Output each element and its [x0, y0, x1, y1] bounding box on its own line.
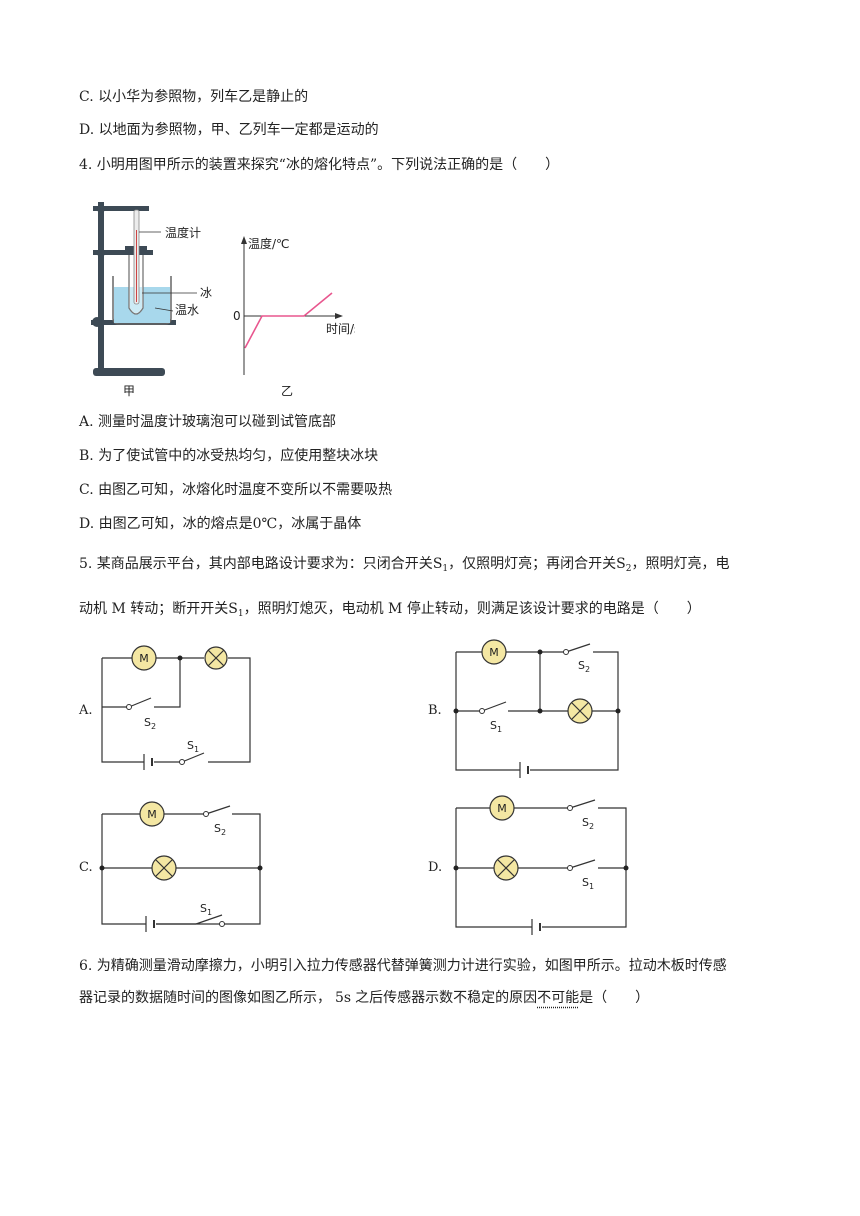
q6-stem-line1: 6. 为精确测量滑动摩擦力，小明引入拉力传感器代替弹簧测力计进行实验，如图甲所示… — [79, 958, 727, 974]
circuit-b-label: B. — [428, 703, 442, 718]
thermometer-label: 温度计 — [165, 225, 201, 240]
temperature-curve — [244, 292, 333, 349]
beaker — [112, 276, 172, 325]
stand-pole — [98, 202, 104, 370]
svg-text:M: M — [147, 808, 157, 821]
lamp-symbol — [567, 698, 593, 724]
motor-symbol: M — [481, 639, 507, 665]
switch-s1-label: S1 — [187, 739, 199, 754]
motor-symbol: M — [131, 645, 157, 671]
caption-yi: 乙 — [281, 384, 293, 398]
water-label: 温水 — [175, 303, 199, 317]
circuit-a: M S2 S1 — [101, 645, 251, 770]
switch-s1-label: S1 — [582, 876, 594, 891]
motor-symbol: M — [489, 795, 515, 821]
lamp-symbol — [493, 855, 519, 881]
x-axis-label: 时间/s — [326, 322, 355, 336]
circuit-d: M S2 S1 — [453, 795, 629, 935]
switch-s2-label: S2 — [144, 716, 156, 731]
motor-symbol: M — [139, 801, 165, 827]
ice-label: 冰 — [200, 286, 212, 300]
q5-stem-line2: 动机 M 转动；断开开关S1，照明灯熄灭，电动机 M 停止转动，则满足该设计要求… — [79, 601, 701, 619]
q4-option-a: A. 测量时温度计玻璃泡可以碰到试管底部 — [79, 414, 337, 430]
circuit-a-label: A. — [79, 703, 93, 718]
zero-label: 0 — [233, 309, 241, 323]
q3-option-d: D. 以地面为参照物，甲、乙列车一定都是运动的 — [79, 122, 379, 138]
switch-s1-label: S1 — [490, 719, 502, 734]
lamp-symbol — [204, 646, 228, 670]
circuit-d-label: D. — [428, 860, 443, 875]
switch-s2-label: S2 — [578, 659, 590, 674]
svg-text:M: M — [497, 802, 507, 815]
q4-option-c: C. 由图乙可知，冰熔化时温度不变所以不需要吸热 — [79, 482, 393, 498]
q4-figure: 温度计 冰 温水 甲 温度/℃ 时间/s 0 乙 — [91, 202, 355, 398]
q5-stem-line1: 5. 某商品展示平台，其内部电路设计要求为：只闭合开关S1，仅照明灯亮；再闭合开… — [79, 556, 730, 574]
y-axis-label: 温度/℃ — [248, 236, 290, 251]
caption-jia: 甲 — [123, 384, 135, 398]
svg-text:M: M — [489, 646, 499, 659]
q4-option-d: D. 由图乙可知，冰的熔点是0℃，冰属于晶体 — [79, 516, 362, 532]
switch-s2-label: S2 — [214, 822, 226, 837]
q4-option-b: B. 为了使试管中的冰受热均匀，应使用整块冰块 — [79, 448, 379, 464]
stand-base — [93, 368, 165, 376]
circuit-c: M S2 S1 — [99, 801, 263, 932]
q4-stem: 4. 小明用图甲所示的装置来探究“冰的熔化特点”。下列说法正确的是（ ） — [79, 157, 560, 173]
switch-s1-label: S1 — [200, 902, 212, 917]
svg-text:M: M — [139, 652, 149, 665]
switch-s2-label: S2 — [582, 816, 594, 831]
circuit-b: M S2 S1 — [453, 639, 621, 778]
lamp-symbol — [151, 855, 177, 881]
circuit-c-label: C. — [79, 860, 93, 875]
q3-option-c: C. 以小华为参照物，列车乙是静止的 — [79, 89, 309, 105]
emphasis-not-possible: 不可能 — [537, 990, 580, 1006]
